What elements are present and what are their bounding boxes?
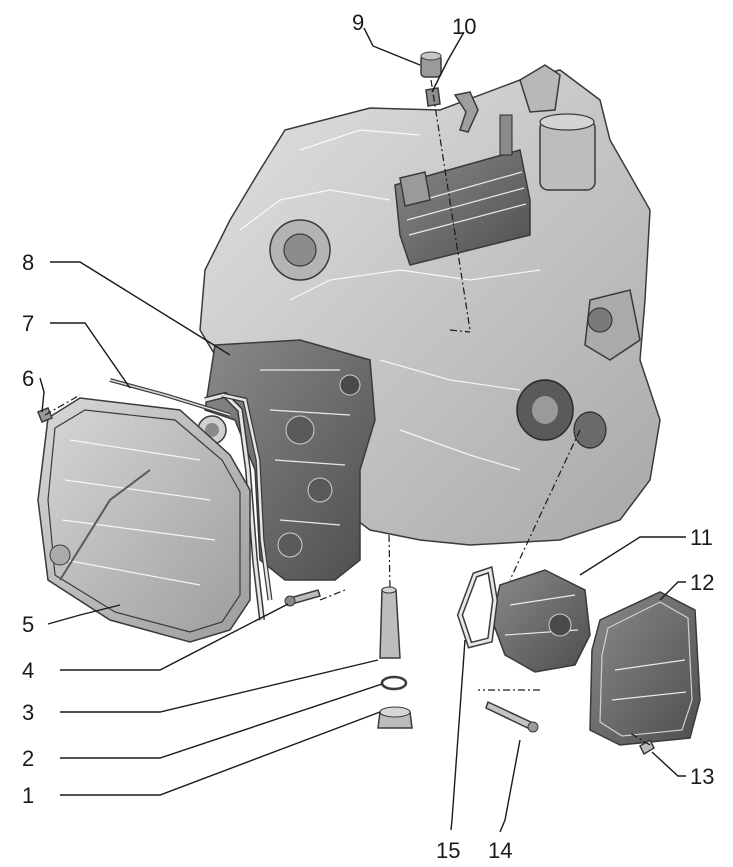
label-12: 12 (690, 570, 714, 595)
valve-body-bolt (284, 589, 321, 607)
label-9: 9 (352, 10, 364, 35)
oil-pan (37, 397, 251, 643)
pump-housing (491, 569, 591, 673)
pump-bolt (485, 700, 539, 733)
label-15: 15 (436, 838, 460, 863)
assembly-axes (44, 79, 651, 746)
pump-gasket (456, 566, 499, 649)
cover (589, 591, 701, 746)
leader-lines (39, 27, 686, 833)
callout-labels: 1 2 3 4 5 6 7 8 9 10 11 12 13 14 15 (22, 10, 714, 863)
drain-plug (377, 706, 413, 729)
cover-bolt (639, 738, 655, 756)
label-6: 6 (22, 366, 34, 391)
label-8: 8 (22, 250, 34, 275)
breather-cap (420, 51, 442, 78)
label-13: 13 (690, 764, 714, 789)
label-7: 7 (22, 311, 34, 336)
label-4: 4 (22, 658, 34, 683)
label-1: 1 (22, 783, 34, 808)
label-14: 14 (488, 838, 512, 863)
label-10: 10 (452, 14, 476, 39)
oil-cooler (394, 91, 531, 266)
label-3: 3 (22, 700, 34, 725)
filler-tube (379, 586, 401, 659)
label-5: 5 (22, 612, 34, 637)
label-2: 2 (22, 746, 34, 771)
seal-ring (380, 675, 408, 691)
label-11: 11 (690, 525, 713, 550)
